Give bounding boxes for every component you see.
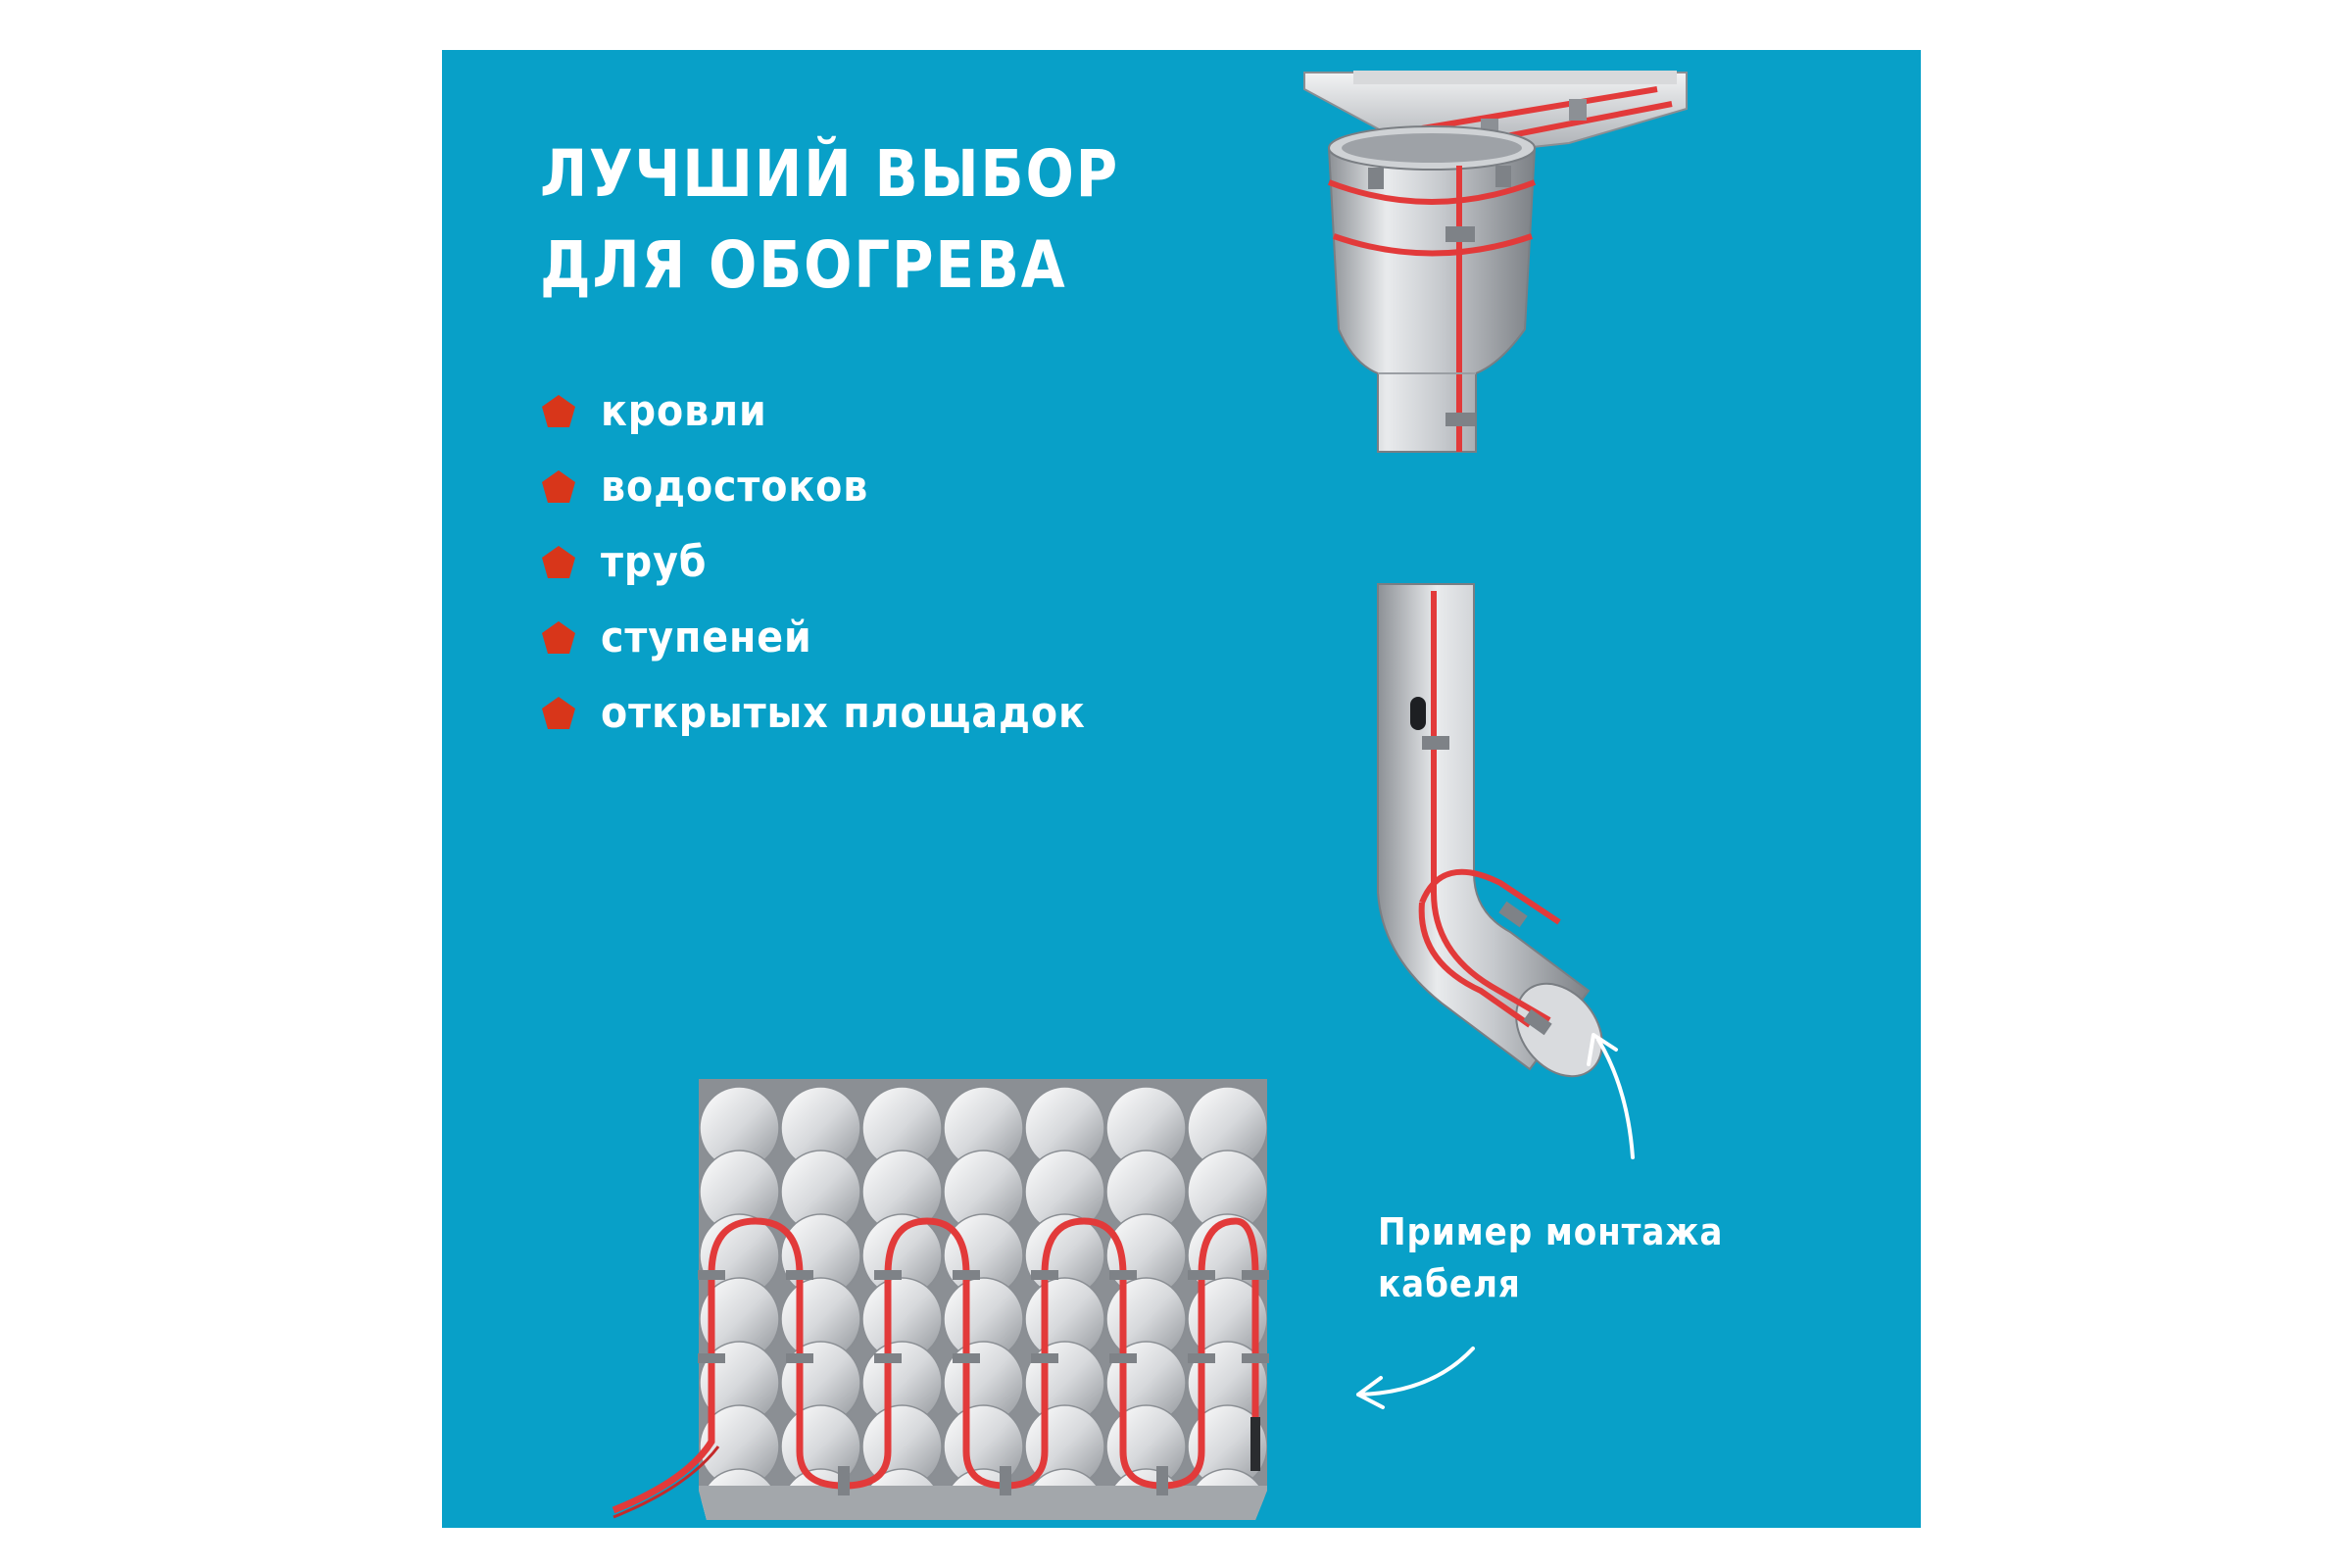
info-panel: ЛУЧШИЙ ВЫБОР ДЛЯ ОБОГРЕВА кровли водосто… <box>442 50 1921 1528</box>
installation-caption: Пример монтажа кабеля <box>1378 1206 1723 1310</box>
feature-label: водостоков <box>601 462 869 512</box>
curved-arrow-left-icon <box>1356 1347 1475 1409</box>
feature-list: кровли водостоков труб ступеней открытых… <box>540 373 1140 751</box>
headline: ЛУЧШИЙ ВЫБОР ДЛЯ ОБОГРЕВА <box>540 128 1119 311</box>
cable-clip <box>786 1270 813 1280</box>
illustration <box>612 71 1688 1520</box>
downpipe-elbow-illustration <box>1377 583 1603 1078</box>
cable-clip <box>1242 1353 1269 1363</box>
cable-clip <box>874 1270 902 1280</box>
cable-clip <box>1031 1353 1058 1363</box>
cable-clip <box>1031 1270 1058 1280</box>
cable-clip <box>838 1466 850 1495</box>
heating-cable <box>612 1217 1269 1519</box>
cable-clip <box>1109 1270 1137 1280</box>
feature-item: труб <box>540 524 1140 600</box>
cable-clip <box>698 1270 725 1280</box>
feature-label: открытых площадок <box>601 688 1086 738</box>
gutter-funnel-illustration <box>1303 71 1688 453</box>
cable-clip <box>1109 1353 1137 1363</box>
headline-line-2: ДЛЯ ОБОГРЕВА <box>540 227 1067 303</box>
roof-tiles-illustration <box>699 1079 1267 1520</box>
pentagon-icon <box>542 394 575 427</box>
cable-clip <box>953 1270 980 1280</box>
feature-label: кровли <box>601 386 767 436</box>
cable-clip <box>1188 1353 1215 1363</box>
cable-clip <box>1188 1270 1215 1280</box>
headline-line-1: ЛУЧШИЙ ВЫБОР <box>540 136 1119 212</box>
pentagon-icon <box>542 469 575 503</box>
pentagon-icon <box>542 620 575 654</box>
cable-clip <box>1242 1270 1269 1280</box>
pentagon-icon <box>542 545 575 578</box>
cable-clip <box>786 1353 813 1363</box>
feature-label: труб <box>601 537 708 587</box>
feature-item: ступеней <box>540 600 1140 675</box>
cable-clip <box>1000 1466 1011 1495</box>
pentagon-icon <box>542 696 575 729</box>
cable-clip <box>698 1353 725 1363</box>
feature-item: водостоков <box>540 449 1140 524</box>
cable-clip <box>953 1353 980 1363</box>
caption-line-2: кабеля <box>1378 1262 1521 1305</box>
cable-clip <box>1156 1466 1168 1495</box>
caption-line-1: Пример монтажа <box>1378 1210 1724 1253</box>
cable-clip <box>874 1353 902 1363</box>
feature-label: ступеней <box>601 612 812 662</box>
curved-arrow-up-icon <box>1587 1033 1635 1159</box>
feature-item: открытых площадок <box>540 675 1140 751</box>
feature-item: кровли <box>540 373 1140 449</box>
